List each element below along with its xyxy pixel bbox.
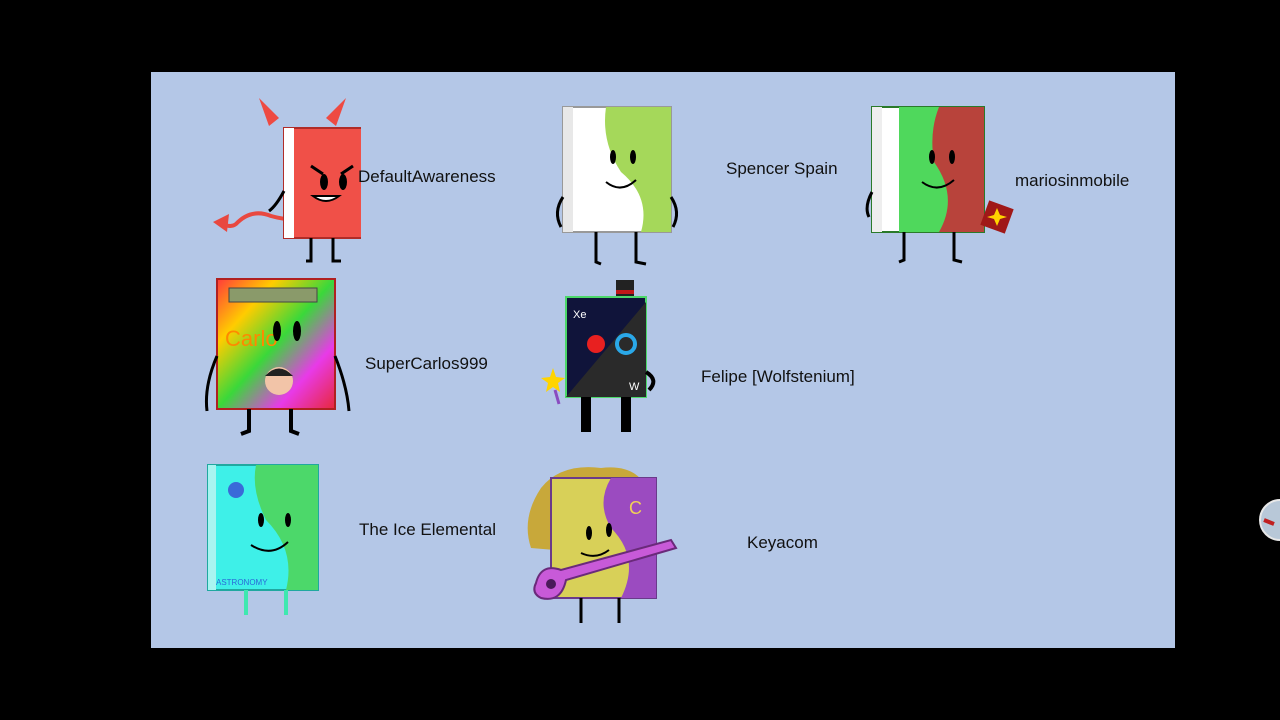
cover-text-w: W: [629, 381, 640, 393]
character-keyacom: C: [527, 467, 678, 623]
character-name-label: The Ice Elemental: [359, 520, 497, 539]
svg-text:Carlo: Carlo: [225, 326, 278, 351]
character-name-label: SuperCarlos999: [365, 354, 488, 373]
character-name-label: Felipe [Wolfstenium]: [701, 367, 855, 386]
character-name-label: Spencer Spain: [726, 159, 838, 178]
cover-text-xe: Xe: [573, 309, 586, 321]
character-the-ice-elemental: ASTRONOMY: [207, 464, 319, 615]
character-felipe-wolfstenium: Xe W: [541, 280, 656, 432]
character-supercarlos999: Carlo: [205, 278, 351, 436]
character-spencer-spain: [556, 106, 678, 266]
character-name-label: DefaultAwareness: [358, 167, 496, 186]
partial-thumbnail-icon: [1259, 499, 1280, 541]
cover-text-astronomy: ASTRONOMY: [216, 578, 268, 587]
character-name-label: mariosinmobile: [1015, 171, 1130, 190]
cover-text-c: C: [629, 498, 642, 518]
character-name-label: Keyacom: [747, 533, 818, 552]
character-defaultawareness: [213, 98, 361, 263]
character-mariosinmobile: [865, 106, 1014, 264]
slide: DefaultAwareness Spencer Spain mariosinm…: [151, 72, 1175, 648]
